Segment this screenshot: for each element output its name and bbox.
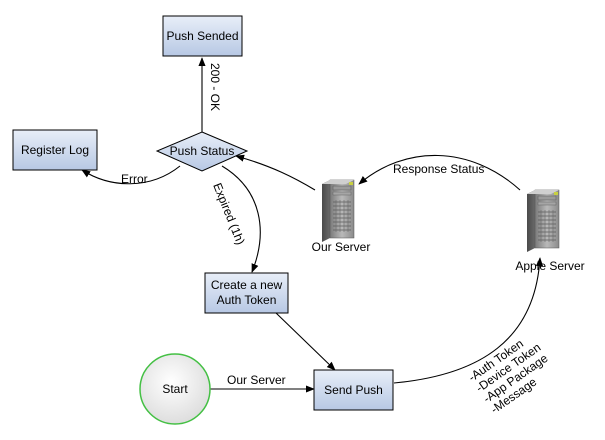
node-create-token-line2: Auth Token — [217, 293, 277, 307]
edge-status-to-create-token — [221, 165, 261, 273]
node-push-sended-label: Push Sended — [166, 29, 238, 43]
node-start-label: Start — [162, 382, 188, 396]
node-register-log-label: Register Log — [21, 143, 89, 157]
edge-send-to-apple — [393, 257, 544, 384]
server-tower-icon — [526, 189, 560, 253]
node-send-push: Send Push — [313, 369, 394, 411]
edge-server-to-status — [235, 154, 316, 191]
edge-label-response-status: Response Status — [393, 162, 484, 176]
edge-label-ok: 200 - OK — [208, 63, 222, 111]
edge-label-our-server: Our Server — [227, 373, 286, 387]
server-tower-icon — [321, 179, 355, 243]
node-start: Start — [139, 353, 211, 425]
node-send-push-label: Send Push — [324, 383, 383, 397]
payload-label: -Auth Token -Device Token -App Package -… — [466, 336, 551, 416]
edge-label-error: Error — [121, 172, 148, 186]
edge-status-to-log — [81, 165, 181, 185]
node-push-status: Push Status — [155, 131, 249, 172]
node-apple-server: Apple Server — [515, 189, 585, 273]
node-create-token: Create a new Auth Token — [204, 272, 289, 314]
node-push-sended: Push Sended — [162, 15, 243, 57]
edge-label-expired: Expired (1h) — [210, 181, 247, 247]
node-apple-server-label: Apple Server — [515, 259, 584, 273]
node-our-server-label: Our Server — [312, 240, 371, 254]
node-our-server: Our Server — [312, 179, 371, 254]
node-push-status-label: Push Status — [170, 144, 235, 158]
edge-apple-to-server — [358, 154, 521, 191]
edge-token-to-send — [274, 311, 336, 371]
node-create-token-line1: Create a new — [211, 278, 283, 292]
node-register-log: Register Log — [12, 129, 98, 171]
